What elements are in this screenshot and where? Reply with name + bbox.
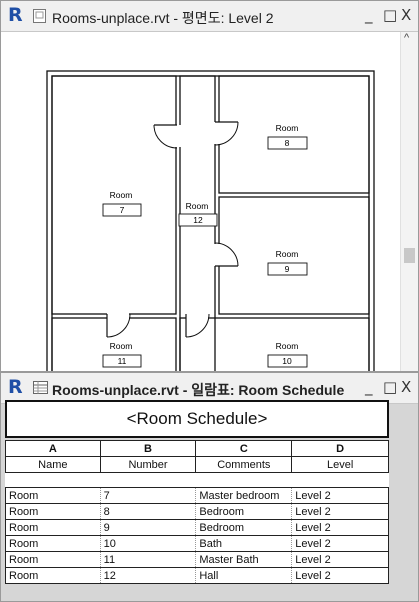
room-8-outline bbox=[218, 75, 370, 194]
column-header[interactable]: Comments bbox=[195, 456, 293, 473]
cell-comments[interactable]: Bedroom bbox=[195, 519, 293, 536]
spacer-cell bbox=[195, 472, 292, 488]
room-tag-number: 7 bbox=[120, 205, 125, 215]
table-row[interactable]: Room 11 Master Bath Level 2 bbox=[5, 551, 389, 568]
room-tag[interactable]: Room 10 bbox=[267, 341, 308, 368]
table-row[interactable]: Room 8 Bedroom Level 2 bbox=[5, 503, 389, 520]
table-row[interactable]: Room 10 Bath Level 2 bbox=[5, 535, 389, 552]
scroll-up-icon[interactable]: ^ bbox=[404, 32, 410, 44]
cell-level[interactable]: Level 2 bbox=[291, 519, 389, 536]
spacer-cell bbox=[5, 472, 101, 488]
schedule-view-icon bbox=[33, 381, 48, 394]
maximize-button[interactable]: □ bbox=[383, 378, 398, 396]
close-button[interactable]: X bbox=[401, 378, 412, 396]
table-row[interactable]: Room 12 Hall Level 2 bbox=[5, 567, 389, 584]
revit-logo-icon: R bbox=[8, 376, 23, 398]
cell-number[interactable]: 10 bbox=[99, 535, 197, 552]
cell-number[interactable]: 11 bbox=[99, 551, 197, 568]
spacer-row bbox=[5, 472, 389, 488]
table-row[interactable]: Room 7 Master bedroom Level 2 bbox=[5, 487, 389, 504]
cell-level[interactable]: Level 2 bbox=[291, 487, 389, 504]
cell-comments[interactable]: Master Bath bbox=[195, 551, 293, 568]
floor-plan-window: R Rooms-unplace.rvt - 평면도: Level 2 _ □ X bbox=[0, 0, 419, 372]
maximize-button[interactable]: □ bbox=[383, 6, 398, 24]
cell-number[interactable]: 7 bbox=[99, 487, 197, 504]
cell-level[interactable]: Level 2 bbox=[291, 567, 389, 584]
header-row: Name Number Comments Level bbox=[5, 456, 389, 473]
schedule-title-bar[interactable]: R Rooms-unplace.rvt - 일람표: Room Schedule… bbox=[1, 373, 418, 404]
plan-title-bar[interactable]: R Rooms-unplace.rvt - 평면도: Level 2 _ □ X bbox=[1, 1, 418, 32]
room-tag-number: 10 bbox=[282, 356, 292, 366]
room-tag-name: Room bbox=[276, 341, 299, 351]
room-tag-name: Room bbox=[110, 190, 133, 200]
schedule-window-title: Rooms-unplace.rvt - 일람표: Room Schedule bbox=[52, 382, 345, 398]
cell-number[interactable]: 12 bbox=[99, 567, 197, 584]
door-room-7 bbox=[153, 124, 181, 149]
cell-number[interactable]: 9 bbox=[99, 519, 197, 536]
room-tag[interactable]: Room 9 bbox=[267, 249, 308, 276]
close-button[interactable]: X bbox=[401, 6, 412, 24]
column-letter[interactable]: B bbox=[99, 440, 197, 457]
door-room-10 bbox=[185, 313, 210, 338]
room-10-outline bbox=[179, 317, 370, 371]
cell-name[interactable]: Room bbox=[5, 535, 101, 552]
door-room-8 bbox=[214, 121, 239, 146]
outer-wall-outer bbox=[46, 70, 375, 371]
plan-window-title: Rooms-unplace.rvt - 평면도: Level 2 bbox=[52, 10, 274, 26]
room-tag-name: Room bbox=[276, 249, 299, 259]
room-tag[interactable]: Room 12 bbox=[178, 201, 218, 227]
door-room-9 bbox=[214, 242, 239, 267]
cell-level[interactable]: Level 2 bbox=[291, 535, 389, 552]
scrollbar-thumb[interactable] bbox=[404, 248, 415, 263]
room-tag-name: Room bbox=[276, 123, 299, 133]
cell-number[interactable]: 8 bbox=[99, 503, 197, 520]
column-header[interactable]: Level bbox=[291, 456, 389, 473]
floor-plan-view-icon bbox=[33, 9, 46, 23]
column-letter[interactable]: D bbox=[291, 440, 389, 457]
room-tag-number: 12 bbox=[193, 215, 203, 225]
column-letter-row: A B C D bbox=[5, 440, 389, 457]
revit-logo-icon: R bbox=[8, 4, 23, 26]
vertical-scrollbar[interactable]: ^ bbox=[400, 32, 418, 371]
cell-name[interactable]: Room bbox=[5, 487, 101, 504]
room-tag-number: 8 bbox=[285, 138, 290, 148]
minimize-button[interactable]: _ bbox=[365, 6, 373, 24]
table-row[interactable]: Room 9 Bedroom Level 2 bbox=[5, 519, 389, 536]
cell-name[interactable]: Room bbox=[5, 519, 101, 536]
minimize-button[interactable]: _ bbox=[365, 378, 373, 396]
plan-canvas[interactable]: Room 8 Room 7 Room 12 Room 9 Room bbox=[1, 32, 401, 371]
cell-comments[interactable]: Bedroom bbox=[195, 503, 293, 520]
cell-comments[interactable]: Master bedroom bbox=[195, 487, 293, 504]
schedule-table: A B C D Name Number Comments Level Room … bbox=[5, 440, 389, 584]
room-tag-name: Room bbox=[110, 341, 133, 351]
column-letter[interactable]: A bbox=[5, 440, 101, 457]
cell-name[interactable]: Room bbox=[5, 567, 101, 584]
room-tag[interactable]: Room 8 bbox=[267, 123, 308, 150]
cell-comments[interactable]: Hall bbox=[195, 567, 293, 584]
door-room-11 bbox=[106, 313, 131, 338]
room-tag-number: 11 bbox=[118, 356, 127, 366]
cell-comments[interactable]: Bath bbox=[195, 535, 293, 552]
room-tag[interactable]: Room 7 bbox=[102, 190, 142, 217]
column-letter[interactable]: C bbox=[195, 440, 293, 457]
room-tag-number: 9 bbox=[285, 264, 290, 274]
column-header[interactable]: Number bbox=[99, 456, 197, 473]
cell-level[interactable]: Level 2 bbox=[291, 551, 389, 568]
cell-level[interactable]: Level 2 bbox=[291, 503, 389, 520]
schedule-title[interactable]: <Room Schedule> bbox=[5, 400, 389, 438]
cell-name[interactable]: Room bbox=[5, 503, 101, 520]
column-header[interactable]: Name bbox=[5, 456, 101, 473]
spacer-cell bbox=[291, 472, 389, 488]
hall-outline bbox=[179, 75, 216, 371]
spacer-cell bbox=[100, 472, 196, 488]
room-tag[interactable]: Room 11 bbox=[102, 341, 142, 368]
floor-plan-drawing: Room 8 Room 7 Room 12 Room 9 Room bbox=[46, 70, 375, 371]
cell-name[interactable]: Room bbox=[5, 551, 101, 568]
room-tag-name: Room bbox=[186, 201, 209, 211]
